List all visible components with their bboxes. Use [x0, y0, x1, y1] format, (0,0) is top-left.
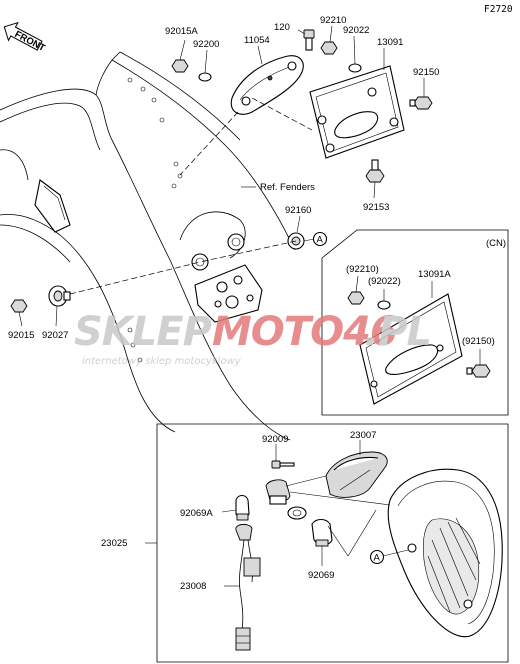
label-92027: 92027 — [42, 330, 68, 341]
label-92160: 92160 — [285, 205, 311, 216]
taillight-lens — [387, 468, 503, 638]
watermark-suffix: .PL — [364, 309, 431, 355]
label-92153: 92153 — [363, 202, 389, 213]
bolt-120-icon — [303, 29, 315, 51]
washer-92200-icon — [198, 72, 212, 82]
cn-label-92210: (92210) — [346, 264, 379, 275]
taillight-assembly-box: 23025 92009 23007 — [101, 423, 509, 663]
watermark-subtitle: internetowy sklep motocyklowy — [82, 356, 242, 367]
cn-label-92022: (92022) — [368, 276, 401, 287]
license-plate-13091 — [309, 65, 405, 159]
screw-92009-icon — [271, 460, 295, 469]
connector-ref-a-top-label: A — [317, 235, 324, 246]
cn-label-13091a: 13091A — [418, 269, 451, 280]
label-92200: 92200 — [193, 39, 219, 50]
label-92150: 92150 — [413, 67, 439, 78]
cn-variant-box: (CN) (92210) (92022) 13091A (92150) — [321, 229, 509, 416]
label-92069a: 92069A — [180, 508, 213, 519]
cn-bolt-92150-icon — [466, 364, 491, 378]
cn-label: (CN) — [486, 238, 506, 249]
cn-label-92150: (92150) — [462, 336, 495, 347]
label-120: 120 — [274, 22, 290, 33]
rear-fender — [0, 51, 296, 441]
label-92022: 92022 — [343, 25, 369, 36]
leader-lines-top — [18, 25, 425, 327]
connector-ref-a-bottom — [369, 549, 385, 565]
connector-ref-a-bottom-label: A — [374, 553, 381, 564]
watermark-brand-right: MOTO46 — [212, 309, 397, 355]
nut-92210-icon — [320, 41, 338, 55]
cn-nut-92210-icon — [347, 291, 365, 305]
bulb-socket-icon — [265, 479, 291, 505]
label-23025: 23025 — [101, 538, 127, 549]
label-92009: 92009 — [262, 434, 288, 445]
label-11054: 11054 — [244, 35, 270, 46]
bolt-92153-icon — [365, 159, 385, 183]
washer-92022-icon — [348, 63, 362, 73]
front-label: FRONT — [13, 29, 47, 54]
socket-gasket-icon — [287, 506, 307, 520]
label-92015: 92015 — [8, 330, 34, 341]
nut-92015-icon — [10, 299, 28, 313]
cn-washer-92022-icon — [377, 300, 391, 310]
license-bracket-11054 — [230, 55, 304, 115]
label-23008: 23008 — [180, 581, 206, 592]
label-92210: 92210 — [320, 15, 346, 26]
figure-code: F2720 — [484, 4, 513, 15]
watermark: SKLEP MOTO46 .PL internetowy sklep motoc… — [74, 309, 432, 367]
bulb-92069a-icon — [235, 494, 250, 521]
label-23007: 23007 — [350, 430, 376, 441]
label-92015a: 92015A — [165, 26, 198, 37]
bolt-92150-icon — [409, 96, 433, 110]
grommet-92027-icon — [48, 285, 71, 307]
ref-fenders-label: Ref. Fenders — [260, 182, 315, 193]
wiring-harness-23008 — [235, 523, 261, 651]
connector-ref-a-top — [312, 231, 328, 247]
label-92069: 92069 — [308, 570, 334, 581]
bulb-92069-icon — [311, 518, 333, 547]
front-arrow-icon: FRONT — [3, 21, 47, 54]
lamp-housing-23007 — [325, 451, 388, 498]
nut-92015a-icon — [171, 59, 189, 73]
alignment-dashes — [69, 97, 313, 295]
fender-mount-bracket — [179, 211, 263, 323]
label-13091: 13091 — [377, 37, 403, 48]
watermark-brand-left: SKLEP — [74, 309, 212, 355]
